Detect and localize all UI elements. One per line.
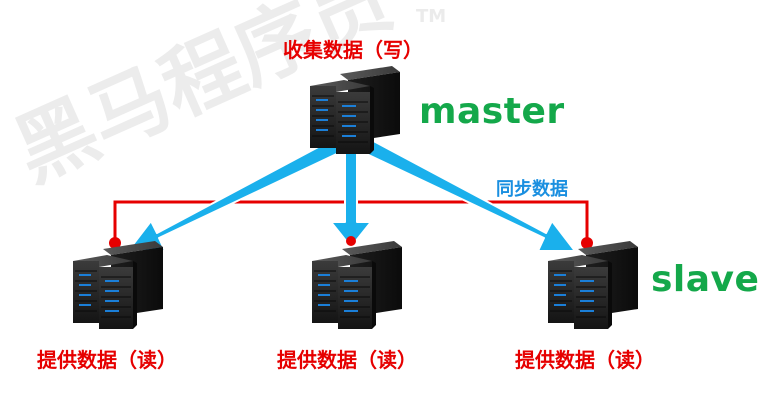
slave-caption-middle: 提供数据（读） — [277, 348, 417, 372]
arrow-to-middle-slave — [330, 147, 372, 248]
arrow-to-right-slave — [357, 136, 576, 252]
replication-arrows — [127, 136, 576, 252]
master-role-label: master — [419, 91, 565, 132]
slave-server-middle — [311, 240, 403, 330]
sync-dot-right — [581, 237, 593, 249]
slave-caption-right: 提供数据（读） — [515, 348, 655, 372]
master-server — [309, 65, 401, 155]
slave-role-label: slave — [651, 259, 760, 300]
sync-label: 同步数据 — [496, 179, 568, 200]
slave-server-right — [547, 240, 639, 330]
arrow-to-left-slave — [127, 136, 346, 252]
slave-caption-left: 提供数据（读） — [37, 348, 177, 372]
middle-slave-dot — [346, 236, 356, 246]
sync-dot-left — [109, 237, 121, 249]
master-caption: 收集数据（写） — [283, 38, 423, 62]
slave-server-left — [72, 240, 164, 330]
